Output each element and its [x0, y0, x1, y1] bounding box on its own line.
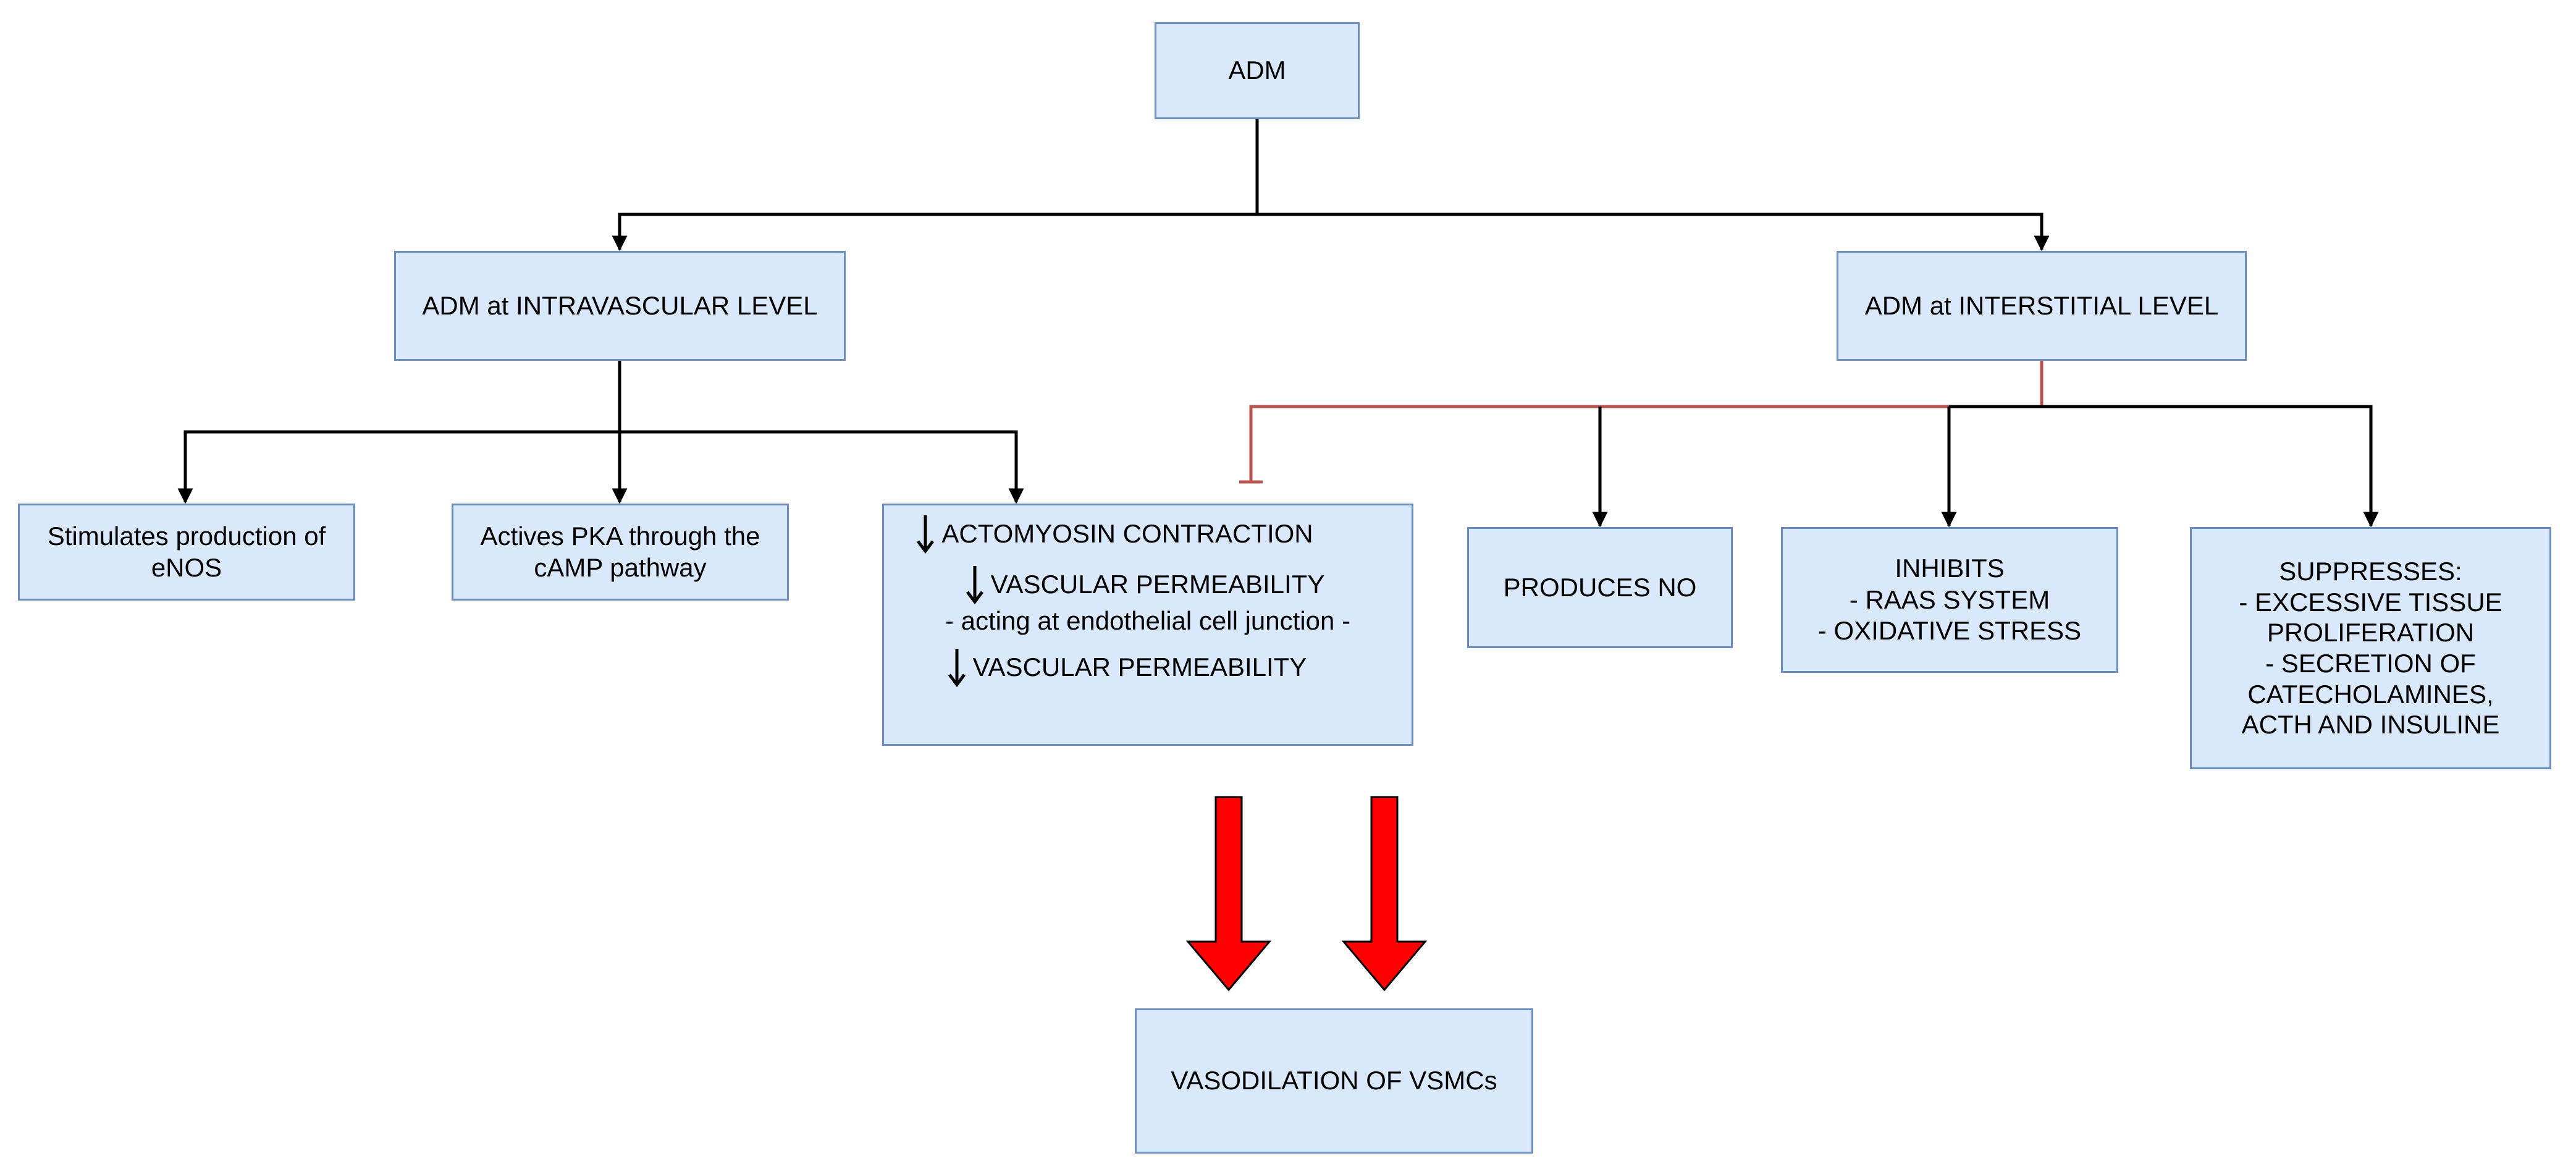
permeability-row-1: VASCULAR PERMEABILITY: [964, 565, 1325, 604]
actives-pka-line-1: Actives PKA through the: [480, 521, 760, 551]
inhibits-line-2: - RAAS SYSTEM: [1849, 584, 2050, 614]
edge-interstitial-right: [1949, 405, 2379, 528]
down-arrow-icon: [966, 566, 983, 604]
suppresses-line-5: CATECHOLAMINES,: [2247, 679, 2494, 709]
suppresses-line-3: PROLIFERATION: [2267, 618, 2475, 648]
node-inhibits: INHIBITS - RAAS SYSTEM - OXIDATIVE STRES…: [1781, 527, 2118, 673]
suppresses-line-4: - SECRETION OF: [2265, 649, 2476, 678]
endothelial-junction-note: - acting at endothelial cell junction -: [945, 606, 1351, 635]
edge-adm-to-interstitial: [1257, 213, 2050, 251]
big-red-arrow-left: [1185, 796, 1272, 992]
node-suppresses: SUPPRESSES: - EXCESSIVE TISSUE PROLIFERA…: [2190, 527, 2551, 769]
edge-adm-to-intravascular: [612, 213, 1257, 251]
actomyosin-label: ACTOMYOSIN CONTRACTION: [941, 518, 1313, 548]
big-red-arrow-right: [1341, 796, 1428, 992]
node-vasodilation-vsmcs: VASODILATION OF VSMCs: [1135, 1008, 1533, 1154]
actomyosin-row: ACTOMYOSIN CONTRACTION: [914, 514, 1313, 554]
node-adm: ADM: [1155, 22, 1360, 119]
inhibits-line-1: INHIBITS: [1895, 554, 2005, 583]
node-produces-no: PRODUCES NO: [1467, 527, 1733, 648]
stimulates-line-2: eNOS: [151, 552, 222, 582]
permeability-row-2: VASCULAR PERMEABILITY: [946, 648, 1307, 688]
suppresses-line-1: SUPPRESSES:: [2279, 557, 2462, 586]
permeability-label-1: VASCULAR PERMEABILITY: [990, 569, 1325, 599]
suppresses-line-6: ACTH AND INSULINE: [2241, 710, 2500, 740]
permeability-label-2: VASCULAR PERMEABILITY: [972, 652, 1307, 682]
down-arrow-icon: [917, 515, 935, 554]
edge-to-stimulates: [177, 430, 620, 504]
inhibits-line-3: - OXIDATIVE STRESS: [1817, 616, 2082, 646]
node-interstitial-level: ADM at INTERSTITIAL LEVEL: [1837, 251, 2247, 361]
down-arrow-icon: [948, 649, 966, 688]
actives-pka-line-2: cAMP pathway: [534, 552, 707, 582]
edge-to-actomyosin: [620, 430, 1024, 504]
node-actomyosin-contraction: ACTOMYOSIN CONTRACTION VASCULAR PERMEABI…: [882, 504, 1413, 746]
inhibition-edge-to-actomyosin: [1249, 405, 2042, 482]
node-stimulates-enos: Stimulates production of eNOS: [18, 504, 355, 601]
node-actives-pka: Actives PKA through the cAMP pathway: [452, 504, 789, 601]
suppresses-line-2: - EXCESSIVE TISSUE: [2239, 587, 2502, 617]
node-intravascular-level: ADM at INTRAVASCULAR LEVEL: [394, 251, 846, 361]
stimulates-line-1: Stimulates production of: [47, 521, 326, 551]
